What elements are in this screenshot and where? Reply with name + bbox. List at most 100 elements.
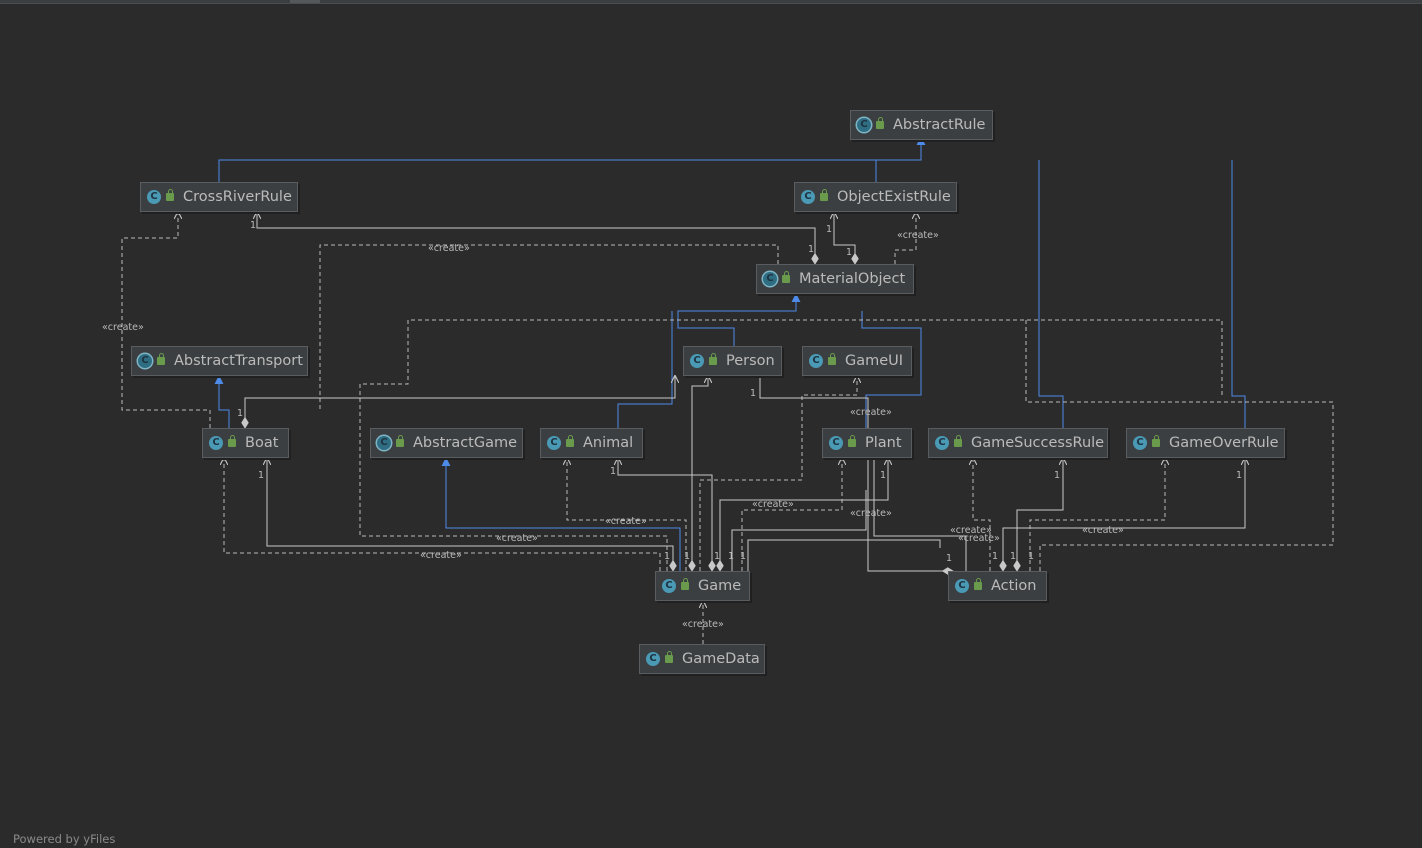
label-create-game-1: «create» [752, 499, 794, 510]
class-cross-river-rule[interactable]: C CrossRiverRule [140, 182, 298, 212]
public-visibility-icon [848, 435, 856, 447]
class-name: GameOverRule [1169, 435, 1279, 451]
class-name: GameData [682, 651, 760, 667]
class-name: GameSuccessRule [971, 435, 1105, 451]
mult-objectexist-2: 1 [808, 244, 814, 255]
class-abstract-game[interactable]: C AbstractGame [370, 428, 523, 458]
label-create-objectexist: «create» [897, 230, 939, 241]
mult-boat-person: 1 [237, 408, 243, 419]
class-abstract-transport[interactable]: C AbstractTransport [131, 346, 308, 376]
mult-game-c: 1 [714, 551, 720, 562]
label-create-game-boat: «create» [420, 550, 462, 561]
mult-action-b: 1 [992, 551, 998, 562]
class-material-object[interactable]: C MaterialObject [756, 264, 914, 294]
class-icon: C [547, 436, 561, 450]
class-name: MaterialObject [799, 271, 906, 287]
public-visibility-icon [974, 578, 982, 590]
assoc-action-plant [873, 458, 967, 571]
dep-boat-create-crossriverrule [121, 212, 211, 428]
class-name: Person [726, 353, 775, 369]
class-name: GameUI [845, 353, 904, 369]
class-name: AbstractTransport [174, 353, 303, 369]
class-icon: C [955, 579, 969, 593]
edge-boat-to-abstracttransport [214, 375, 230, 428]
label-create-gamedata: «create» [682, 619, 724, 630]
public-visibility-icon [566, 435, 574, 447]
top-tab-bar [0, 0, 1422, 4]
class-game-success-rule[interactable]: C GameSuccessRule [928, 428, 1108, 458]
class-name: Boat [245, 435, 279, 451]
tab-indicator[interactable] [290, 0, 320, 3]
mult-game-a: 1 [664, 551, 670, 562]
public-visibility-icon [228, 435, 236, 447]
mult-action-c: 1 [1010, 551, 1016, 562]
public-visibility-icon [782, 271, 790, 283]
class-name: Plant [865, 435, 902, 451]
abstract-class-icon: C [857, 118, 871, 132]
public-visibility-icon [396, 435, 404, 447]
assoc-action-gameover [1003, 458, 1245, 571]
edge-plant-to-materialobject [861, 311, 922, 428]
public-visibility-icon [820, 189, 828, 201]
public-visibility-icon [166, 189, 174, 201]
class-icon: C [209, 436, 223, 450]
class-name: ObjectExistRule [837, 189, 951, 205]
assoc-game-animal [618, 458, 712, 571]
class-animal[interactable]: C Animal [540, 428, 643, 458]
class-game-data[interactable]: C GameData [639, 644, 765, 674]
edge-gameoverrule-to-abstractrule [1231, 160, 1246, 428]
assoc-action-person [759, 376, 954, 575]
dep-objectexist-create-materialobject [894, 212, 916, 264]
assoc-crossriver-materialobject [257, 212, 815, 264]
class-person[interactable]: C Person [683, 346, 782, 376]
class-game-ui[interactable]: C GameUI [802, 346, 912, 376]
public-visibility-icon [828, 353, 836, 365]
public-visibility-icon [157, 353, 165, 365]
dep-game-create-plant [741, 458, 842, 571]
dep-action-create-gameoverrule [1029, 458, 1165, 571]
class-name: AbstractRule [893, 117, 986, 133]
mult-gameover: 1 [1236, 470, 1242, 481]
mult-game-e: 1 [740, 551, 746, 562]
mult-person: 1 [750, 388, 756, 399]
dep-game-create-gameui [699, 376, 857, 571]
abstract-class-icon: C [763, 272, 777, 286]
class-icon: C [690, 354, 704, 368]
class-game[interactable]: C Game [655, 571, 750, 601]
class-object-exist-rule[interactable]: C ObjectExistRule [794, 182, 957, 212]
class-icon: C [829, 436, 843, 450]
mult-gamesuccess: 1 [1054, 470, 1060, 481]
mult-plant: 1 [880, 470, 886, 481]
label-create-plant: «create» [850, 407, 892, 418]
label-create-boat: «create» [496, 533, 538, 544]
class-name: AbstractGame [413, 435, 518, 451]
mult-game-d: 1 [728, 551, 734, 562]
class-action[interactable]: C Action [948, 571, 1047, 601]
public-visibility-icon [876, 117, 884, 129]
class-abstract-rule[interactable]: C AbstractRule [850, 110, 993, 140]
label-create-game-2: «create» [850, 508, 892, 519]
mult-action-a: 1 [946, 553, 952, 564]
abstract-class-icon: C [377, 436, 391, 450]
label-create-animal: «create» [605, 516, 647, 527]
mult-crossriver: 1 [250, 220, 256, 231]
assoc-game-plant [720, 458, 888, 571]
public-visibility-icon [681, 578, 689, 590]
public-visibility-icon [665, 651, 673, 663]
dep-action-create-gamesuccessrule [973, 458, 991, 571]
public-visibility-icon [709, 353, 717, 365]
abstract-class-icon: C [138, 354, 152, 368]
mult-game-b: 1 [684, 551, 690, 562]
class-boat[interactable]: C Boat [202, 428, 289, 458]
mult-objectexist-1: 1 [826, 224, 832, 235]
class-icon: C [801, 190, 815, 204]
mult-action-d: 1 [1028, 551, 1034, 562]
class-plant[interactable]: C Plant [822, 428, 912, 458]
class-icon: C [809, 354, 823, 368]
label-create-action-2: «create» [958, 533, 1000, 544]
powered-by-footer: Powered by yFiles [13, 832, 116, 846]
class-icon: C [147, 190, 161, 204]
class-game-over-rule[interactable]: C GameOverRule [1126, 428, 1285, 458]
public-visibility-icon [954, 435, 962, 447]
